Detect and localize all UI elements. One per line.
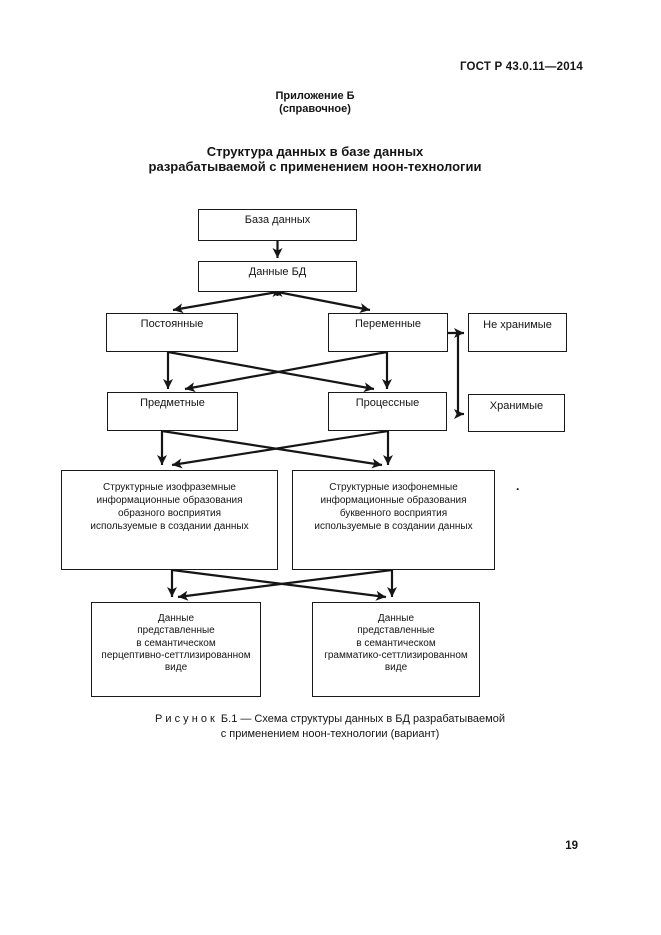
appendix-subtitle: (справочное) — [279, 103, 351, 115]
figure-caption-line1: Р и с у н о к Б.1 — Схема структуры данн… — [100, 712, 560, 727]
appendix-title: Приложение Б — [275, 90, 355, 102]
box-database-label: База данных — [244, 214, 311, 226]
box-stored: Хранимые — [468, 394, 565, 432]
box-line: в семантическом — [356, 637, 436, 649]
box-line: виде — [164, 662, 188, 674]
box-database: База данных — [198, 209, 357, 241]
box-not-stored-label: Не хранимые — [483, 319, 552, 331]
page-title-line2: разрабатываемой с применением ноон-техно… — [148, 158, 482, 174]
stray-dot: . — [516, 479, 520, 493]
box-izofrazemnye: Структурные изофраземные информационные … — [61, 470, 278, 570]
figure-caption-text: с применением ноон-технологии (вариант) — [220, 727, 440, 740]
box-not-stored: Не хранимые — [468, 313, 567, 352]
box-line: Структурные изофонемные — [329, 482, 458, 493]
box-perceptive: Данные представленные в семантическом пе… — [91, 602, 261, 697]
page-title-line1: Структура данных в базе данных — [206, 144, 424, 159]
box-line: виде — [384, 662, 408, 674]
box-line: информационные образования — [96, 495, 243, 506]
box-line: буквенного восприятия — [339, 508, 448, 519]
figure-caption-line2: с применением ноон-технологии (вариант) — [100, 727, 560, 742]
box-line: перцептивно-сеттлизированном — [101, 649, 251, 661]
box-subject: Предметные — [107, 392, 238, 431]
page-number: 19 — [565, 840, 578, 852]
box-line: Данные — [157, 613, 195, 624]
box-line: Структурные изофраземные — [103, 482, 236, 493]
box-constant-label: Постоянные — [140, 318, 204, 330]
box-line: информационные образования — [320, 495, 467, 506]
box-process-label: Процессные — [355, 397, 420, 409]
box-line: Данные — [377, 613, 415, 624]
document-header: ГОСТ Р 43.0.11—2014 — [459, 61, 583, 73]
box-subject-label: Предметные — [140, 397, 205, 409]
box-line: представленные — [357, 625, 435, 637]
box-bd-data-label: Данные БД — [248, 266, 307, 278]
figure-caption-text: Р и с у н о к Б.1 — Схема структуры данн… — [154, 713, 505, 725]
box-line: используемые в создании данных — [314, 521, 473, 532]
box-line: в семантическом — [136, 637, 216, 649]
box-variable-label: Переменные — [354, 318, 422, 330]
box-stored-label: Хранимые — [489, 400, 544, 412]
box-line: образного восприятия — [117, 508, 222, 519]
box-grammatic: Данные представленные в семантическом гр… — [312, 602, 480, 697]
box-bd-data: Данные БД — [198, 261, 357, 292]
box-constant: Постоянные — [106, 313, 238, 352]
box-line: используемые в создании данных — [90, 521, 249, 532]
box-line: представленные — [137, 625, 215, 637]
box-line: грамматико-сеттлизированном — [324, 649, 468, 661]
box-variable: Переменные — [328, 313, 448, 352]
box-izofonemnye: Структурные изофонемные информационные о… — [292, 470, 495, 570]
box-process: Процессные — [328, 392, 447, 431]
